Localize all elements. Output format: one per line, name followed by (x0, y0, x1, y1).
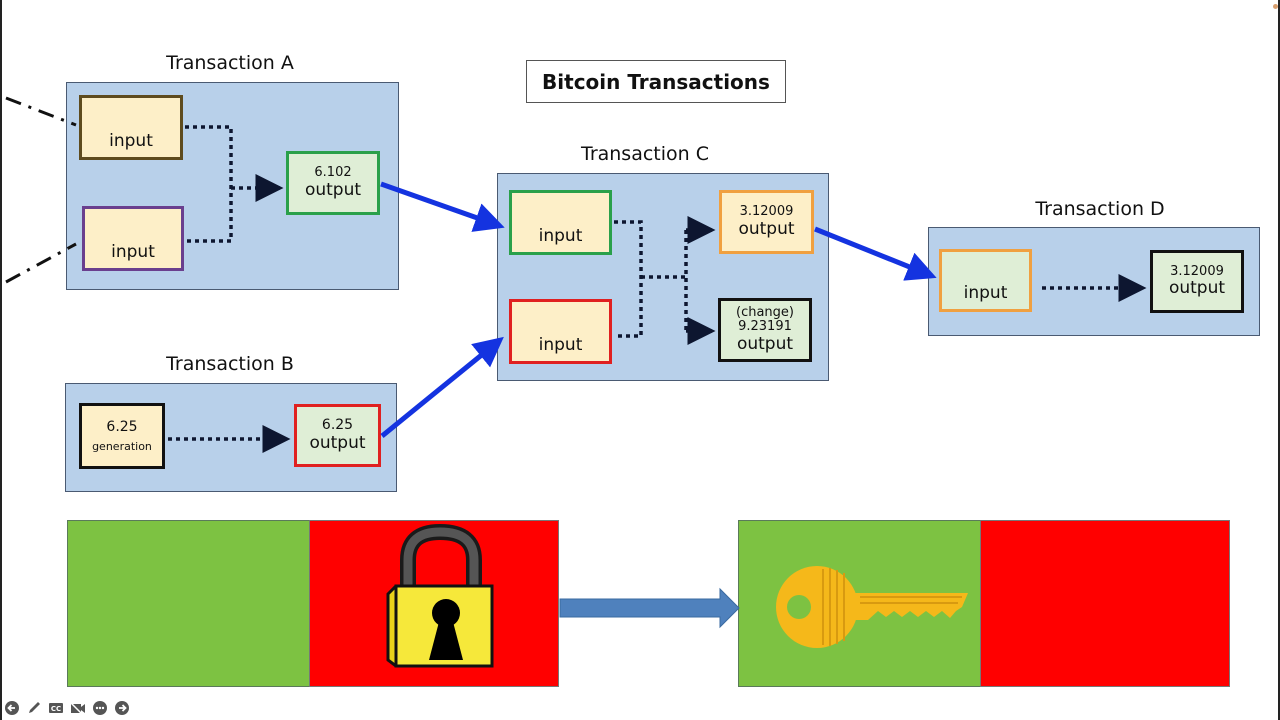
transaction-b-title: Transaction B (166, 353, 294, 375)
output-amount: 6.102 (314, 165, 352, 181)
transaction-c-output-change[interactable]: (change) 9.23191 output (718, 298, 812, 362)
output-amount: 9.23191 (738, 319, 792, 335)
transaction-a-flow (185, 125, 284, 243)
node-label: output (1168, 278, 1226, 299)
node-label: input (963, 283, 1008, 304)
link-b-to-c (380, 336, 504, 438)
node-label: input (538, 335, 583, 356)
padlock-icon (386, 523, 494, 668)
output-amount: 6.25 (321, 417, 354, 434)
external-input-link-2 (5, 242, 77, 284)
frame-edge (1278, 0, 1280, 720)
transaction-c-input-2[interactable]: input (509, 299, 612, 364)
cc-icon: CC (49, 703, 63, 713)
node-label: input (109, 131, 153, 152)
generation-amount: 6.25 (106, 418, 138, 435)
external-input-link-1 (5, 96, 77, 127)
output-amount: 3.12009 (739, 204, 794, 220)
node-label: generation (92, 439, 152, 453)
unlocked-script-panel (67, 520, 310, 687)
recording-indicator (1273, 4, 1278, 9)
node-label: input (111, 242, 155, 263)
captions-button[interactable]: CC (48, 700, 64, 716)
frame-edge (0, 0, 2, 720)
camera-off-button[interactable] (70, 700, 86, 716)
link-a-to-c (380, 181, 505, 232)
transaction-a-input-1[interactable]: input (79, 95, 183, 160)
pencil-icon (29, 702, 40, 713)
arrow-right-circle-icon (115, 701, 129, 715)
node-label: output (736, 333, 794, 354)
node-label: output (304, 179, 362, 200)
red-panel (980, 520, 1230, 687)
transaction-a-input-2[interactable]: input (82, 206, 184, 271)
svg-text:CC: CC (51, 705, 61, 713)
more-icon (93, 701, 107, 715)
transaction-c-input-1[interactable]: input (509, 190, 612, 255)
change-note: (change) (736, 305, 794, 321)
previous-slide-button[interactable] (4, 700, 20, 716)
transaction-d-input[interactable]: input (939, 249, 1032, 312)
node-label: output (309, 432, 366, 453)
more-button[interactable] (92, 700, 108, 716)
node-label: input (538, 226, 583, 247)
output-amount: 3.12009 (1170, 263, 1224, 279)
transaction-c-output-1[interactable]: 3.12009 output (719, 190, 814, 254)
video-off-icon (70, 702, 85, 715)
player-controls: CC (4, 700, 130, 716)
transaction-a-title: Transaction A (166, 52, 294, 74)
transaction-a-output[interactable]: 6.102 output (286, 151, 380, 215)
transaction-c-title: Transaction C (581, 143, 709, 165)
transaction-d-title: Transaction D (1035, 198, 1165, 220)
transaction-d-output[interactable]: 3.12009 output (1150, 250, 1244, 313)
link-c-to-d (814, 226, 937, 281)
pen-button[interactable] (26, 700, 42, 716)
block-arrow-icon (559, 587, 740, 629)
node-label: output (738, 218, 795, 239)
transaction-b-output[interactable]: 6.25 output (294, 404, 381, 467)
transaction-c-flow (614, 216, 716, 345)
key-icon (776, 566, 968, 648)
transaction-b-generation[interactable]: 6.25 generation (79, 403, 165, 469)
diagram-title: Bitcoin Transactions (526, 60, 786, 103)
arrow-left-circle-icon (5, 701, 19, 715)
next-slide-button[interactable] (114, 700, 130, 716)
